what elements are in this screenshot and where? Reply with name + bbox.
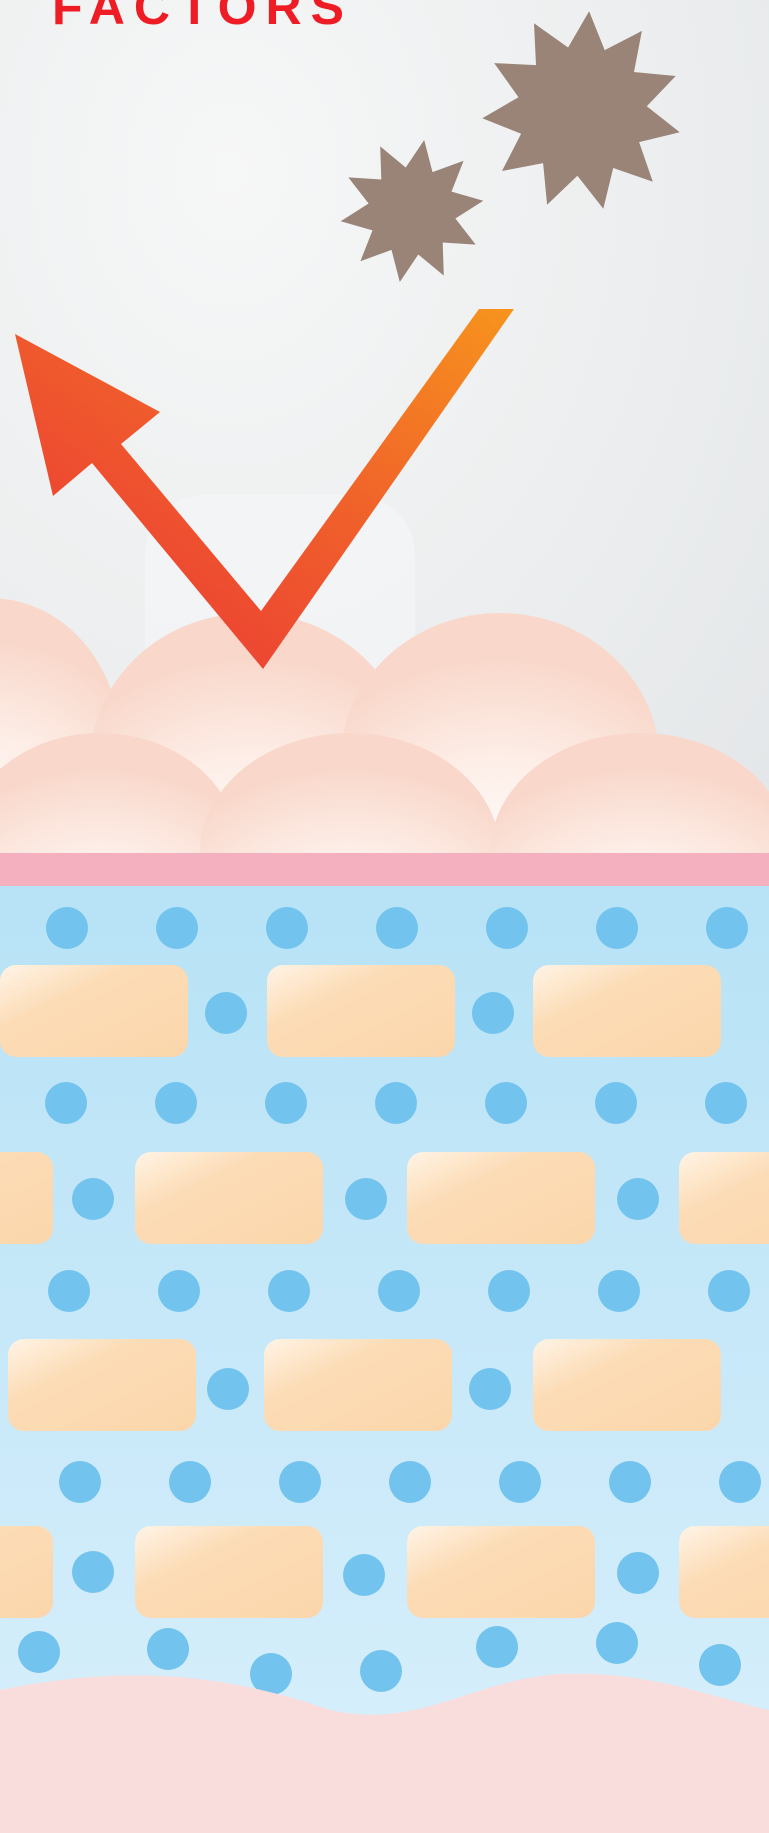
water-dot [699, 1644, 741, 1686]
water-dot [472, 992, 514, 1034]
water-dot [360, 1650, 402, 1692]
water-dot [596, 907, 638, 949]
water-dot [706, 907, 748, 949]
lipid-brick [533, 1339, 721, 1431]
water-dot [705, 1082, 747, 1124]
water-dot [46, 907, 88, 949]
pink-band [0, 853, 769, 886]
water-dot [48, 1270, 90, 1312]
small-particle-icon [341, 140, 484, 282]
lipid-brick [533, 965, 721, 1057]
water-dot [609, 1461, 651, 1503]
large-particle-icon [482, 11, 679, 208]
water-dot [488, 1270, 530, 1312]
water-dot [158, 1270, 200, 1312]
water-dot [389, 1461, 431, 1503]
water-dot [375, 1082, 417, 1124]
water-dot [72, 1178, 114, 1220]
water-dot [376, 907, 418, 949]
water-dot [279, 1461, 321, 1503]
water-dot [708, 1270, 750, 1312]
water-dot [266, 907, 308, 949]
water-dot [156, 907, 198, 949]
water-dot [268, 1270, 310, 1312]
water-dot [378, 1270, 420, 1312]
water-dot [343, 1554, 385, 1596]
water-dot [617, 1178, 659, 1220]
water-dot [45, 1082, 87, 1124]
lipid-brick [679, 1526, 769, 1618]
water-dot [595, 1082, 637, 1124]
water-dot [719, 1461, 761, 1503]
water-dot [499, 1461, 541, 1503]
lipid-brick [407, 1526, 595, 1618]
lipid-brick [267, 965, 455, 1057]
water-dot [59, 1461, 101, 1503]
water-dot [250, 1653, 292, 1695]
water-dot [476, 1626, 518, 1668]
water-dot [486, 907, 528, 949]
particles [341, 11, 680, 282]
lipid-brick [135, 1526, 323, 1618]
water-dot [596, 1622, 638, 1664]
water-dot [265, 1082, 307, 1124]
water-dot [147, 1628, 189, 1670]
water-dot [72, 1551, 114, 1593]
lipid-brick [679, 1152, 769, 1244]
water-dot [345, 1178, 387, 1220]
lipid-brick [0, 965, 188, 1057]
water-dot [169, 1461, 211, 1503]
lipid-brick [135, 1152, 323, 1244]
water-dot [18, 1631, 60, 1673]
water-dot [207, 1368, 249, 1410]
water-dot [617, 1552, 659, 1594]
lipid-brick [8, 1339, 196, 1431]
water-dot [485, 1082, 527, 1124]
water-dot [469, 1368, 511, 1410]
lipid-brick [264, 1339, 452, 1431]
lipid-brick [407, 1152, 595, 1244]
reflected-arrow-icon [15, 309, 514, 669]
lipid-brick [0, 1152, 53, 1244]
water-dot [205, 992, 247, 1034]
lipid-brick [0, 1526, 53, 1618]
water-dot [598, 1270, 640, 1312]
water-dot [155, 1082, 197, 1124]
